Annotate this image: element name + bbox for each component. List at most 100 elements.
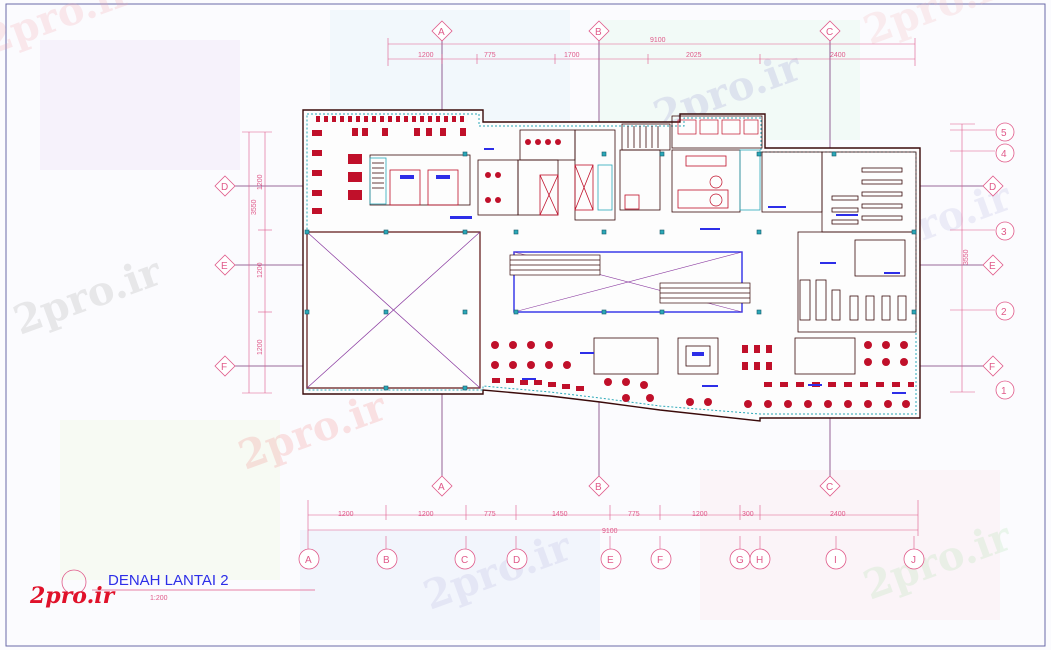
drawing-scale: 1:200 bbox=[150, 595, 168, 602]
grid-bubble-right-d: D bbox=[982, 175, 1004, 197]
food-court-seating-top bbox=[312, 116, 466, 214]
svg-text:B: B bbox=[595, 482, 602, 493]
grid-bubble-top-a: A bbox=[431, 20, 453, 42]
grid-column-f: F bbox=[650, 548, 672, 570]
grid-column-b: B bbox=[376, 548, 398, 570]
void-cross-line bbox=[306, 231, 481, 389]
grid-column-d: D bbox=[506, 548, 528, 570]
grid-bubble-left-f: F bbox=[214, 355, 236, 377]
grid-column-c: C bbox=[454, 548, 476, 570]
drawing-frame bbox=[5, 3, 1046, 647]
office-desks bbox=[677, 119, 759, 207]
svg-text:E: E bbox=[607, 555, 614, 566]
svg-text:A: A bbox=[305, 555, 312, 566]
svg-text:F: F bbox=[221, 362, 227, 373]
svg-text:4: 4 bbox=[1001, 149, 1007, 160]
grid-bubble-left-e: E bbox=[214, 254, 236, 276]
dim-right-overall: 3550 bbox=[963, 249, 970, 265]
dim-top-segment: 2400 bbox=[830, 52, 846, 59]
dim-bottom-segment: 775 bbox=[628, 511, 640, 518]
office-rooms bbox=[621, 115, 823, 213]
dim-left-segment: 1200 bbox=[257, 174, 264, 190]
dim-bottom-segment: 1200 bbox=[692, 511, 708, 518]
left-dimension-chain bbox=[242, 131, 272, 394]
restaurant-seating-right bbox=[686, 341, 914, 408]
site-logo: 2pro.ir bbox=[29, 583, 116, 609]
wall-hatch bbox=[306, 113, 917, 415]
grid-bubble-right-3: 3 bbox=[995, 221, 1015, 241]
dim-bottom-segment: 2400 bbox=[830, 511, 846, 518]
svg-text:5: 5 bbox=[1001, 128, 1007, 139]
svg-text:F: F bbox=[657, 555, 663, 566]
svg-text:A: A bbox=[438, 482, 445, 493]
grid-bubble-top-c: C bbox=[819, 20, 841, 42]
void-cross-line bbox=[513, 251, 743, 313]
service-rooms bbox=[477, 129, 661, 221]
svg-text:H: H bbox=[756, 555, 763, 566]
section-marker-icon bbox=[61, 569, 87, 595]
right-dimension-chain bbox=[950, 123, 995, 393]
title-block: DENAH LANTAI 2 1:200 2pro.ir bbox=[29, 569, 315, 609]
dim-top-segment: 1200 bbox=[418, 52, 434, 59]
dim-top-segment: 2025 bbox=[686, 52, 702, 59]
grid-column-h: H bbox=[749, 548, 771, 570]
escalator-void bbox=[513, 251, 743, 313]
grid-column-j: J bbox=[903, 548, 925, 570]
dim-top-segment: 1700 bbox=[564, 52, 580, 59]
grid-bubble-right-5: 5 bbox=[995, 122, 1015, 142]
svg-text:B: B bbox=[383, 555, 390, 566]
dim-bottom-segment: 1200 bbox=[338, 511, 354, 518]
building bbox=[302, 109, 921, 422]
grid-bubble-right-4: 4 bbox=[995, 143, 1015, 163]
structural-columns bbox=[304, 151, 917, 391]
stair-core-left bbox=[369, 154, 471, 206]
grid-bubble-right-e: E bbox=[982, 254, 1004, 276]
drawing-title: DENAH LANTAI 2 bbox=[108, 572, 229, 589]
escalator bbox=[659, 282, 751, 304]
exterior-wall bbox=[302, 109, 921, 422]
svg-text:E: E bbox=[221, 261, 228, 272]
dim-left-overall: 3550 bbox=[251, 199, 258, 215]
grid-column-a: A bbox=[298, 548, 320, 570]
svg-text:C: C bbox=[826, 27, 833, 38]
dim-bottom-segment: 1200 bbox=[418, 511, 434, 518]
grid-bubble-left-d: D bbox=[214, 175, 236, 197]
room-tags bbox=[450, 148, 906, 394]
grid-bubble-right-f: F bbox=[982, 355, 1004, 377]
grid-bubble-top-b: B bbox=[588, 20, 610, 42]
dim-top-segment: 775 bbox=[484, 52, 496, 59]
restaurant-seating-left bbox=[491, 341, 654, 402]
sanitary-fixtures bbox=[485, 139, 561, 203]
bottom-dimension-chain bbox=[307, 500, 919, 536]
svg-text:J: J bbox=[911, 555, 916, 566]
dim-left-segment: 1200 bbox=[257, 339, 264, 355]
svg-text:I: I bbox=[834, 555, 837, 566]
grid-bubble-bottom-c: C bbox=[819, 475, 841, 497]
svg-text:B: B bbox=[595, 27, 602, 38]
svg-text:3: 3 bbox=[1001, 227, 1007, 238]
dim-top-overall: 9100 bbox=[650, 37, 666, 44]
svg-text:A: A bbox=[438, 27, 445, 38]
svg-text:1: 1 bbox=[1001, 386, 1007, 397]
svg-text:D: D bbox=[513, 555, 520, 566]
svg-text:C: C bbox=[461, 555, 468, 566]
grid-bubble-right-2: 2 bbox=[995, 301, 1015, 321]
dim-bottom-segment: 1450 bbox=[552, 511, 568, 518]
column-leader-lines bbox=[307, 536, 915, 550]
grid-column-e: E bbox=[600, 548, 622, 570]
dim-bottom-segment: 300 bbox=[742, 511, 754, 518]
dim-bottom-segment: 775 bbox=[484, 511, 496, 518]
grid-bubble-bottom-a: A bbox=[431, 475, 453, 497]
grid-column-g: G bbox=[729, 548, 751, 570]
escalator bbox=[509, 254, 601, 276]
shelving-area bbox=[797, 151, 917, 333]
top-dimension-chain bbox=[387, 38, 916, 66]
grid-column-i: I bbox=[825, 548, 847, 570]
grid-bubble-bottom-b: B bbox=[588, 475, 610, 497]
grid-bubble-right-1: 1 bbox=[995, 380, 1015, 400]
svg-text:C: C bbox=[826, 482, 833, 493]
svg-text:D: D bbox=[989, 182, 996, 193]
svg-text:D: D bbox=[221, 182, 228, 193]
